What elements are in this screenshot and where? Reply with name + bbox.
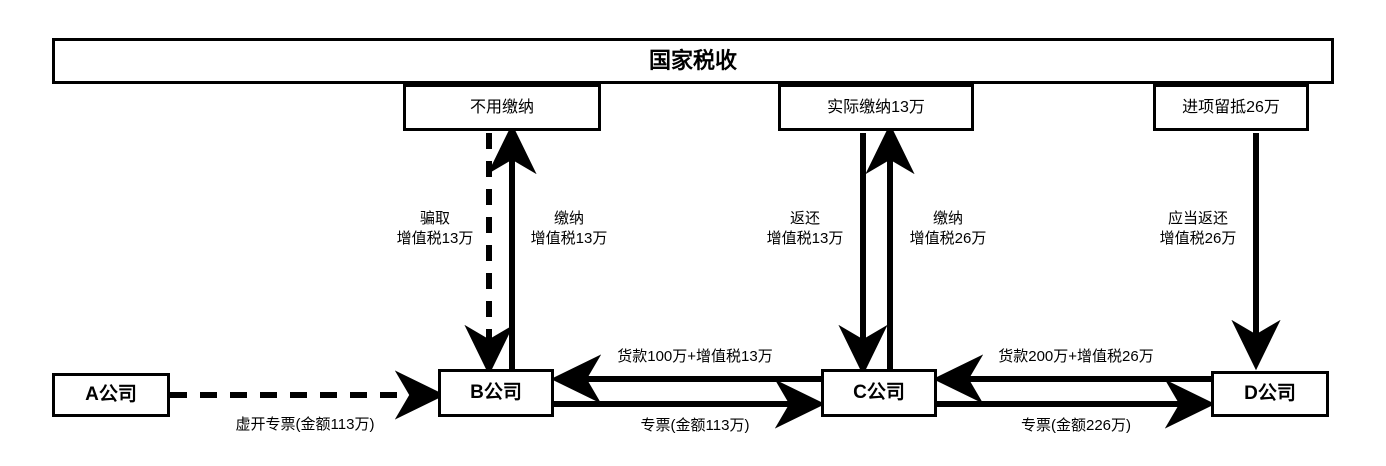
national-tax-banner-label: 国家税收 [648, 47, 737, 73]
tax-box-c-label: 实际缴纳13万 [827, 98, 925, 116]
tax-box-b: 不用缴纳 [403, 84, 601, 131]
company-box-b: B公司 [438, 369, 554, 417]
label-c-refund-line1: 返还 [789, 210, 820, 227]
company-box-b-label: B公司 [470, 381, 522, 403]
national-tax-banner: 国家税收 [52, 38, 1334, 84]
label-c-refund-line2: 增值税13万 [766, 230, 844, 248]
label-c-refund: 返还 增值税13万 [755, 209, 855, 250]
label-a-to-b: 虚开专票(金额113万) [235, 416, 375, 433]
company-box-a: A公司 [52, 373, 170, 417]
label-b-pay-line2: 增值税13万 [530, 230, 608, 248]
label-d-should-refund-line2: 增值税26万 [1159, 230, 1237, 248]
company-box-a-label: A公司 [85, 383, 137, 405]
label-b-to-c-invoice: 专票(金额113万) [640, 417, 750, 434]
company-box-d: D公司 [1211, 371, 1329, 417]
company-box-c-label: C公司 [853, 381, 905, 403]
label-b-pay-line1: 缴纳 [553, 210, 584, 227]
tax-box-b-label: 不用缴纳 [469, 98, 534, 116]
label-d-should-refund-line1: 应当返还 [1167, 210, 1228, 227]
label-b-defraud-line2: 增值税13万 [396, 230, 474, 248]
tax-box-d-label: 进项留抵26万 [1182, 98, 1280, 116]
label-c-pay-line2: 增值税26万 [909, 230, 987, 248]
label-c-to-d-invoice: 专票(金额226万) [1020, 417, 1132, 434]
label-b-defraud: 骗取 增值税13万 [385, 209, 485, 250]
label-b-pay: 缴纳 增值税13万 [519, 209, 619, 250]
tax-box-c: 实际缴纳13万 [778, 84, 974, 131]
company-box-d-label: D公司 [1244, 382, 1296, 404]
company-box-c: C公司 [821, 369, 937, 417]
label-c-to-b-payment: 货款100万+增值税13万 [617, 348, 773, 365]
label-b-defraud-line1: 骗取 [419, 210, 450, 227]
label-c-pay: 缴纳 增值税26万 [898, 209, 998, 250]
label-c-pay-line1: 缴纳 [932, 210, 963, 227]
tax-box-d: 进项留抵26万 [1153, 84, 1309, 131]
label-d-should-refund: 应当返还 增值税26万 [1146, 209, 1250, 250]
label-d-to-c-payment: 货款200万+增值税26万 [998, 348, 1154, 365]
